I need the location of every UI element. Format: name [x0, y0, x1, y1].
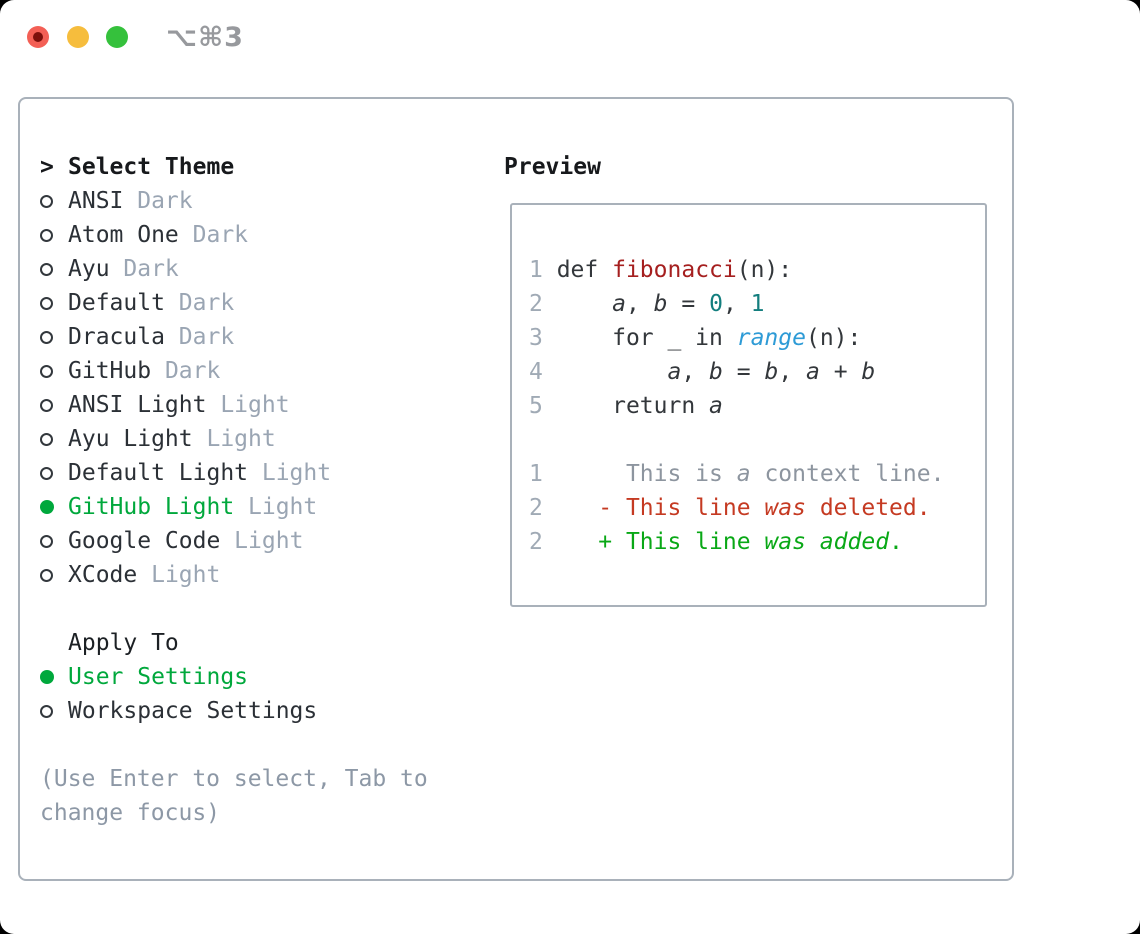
code-line	[529, 423, 985, 457]
radio-icon	[40, 364, 53, 378]
selected-radio-icon	[40, 500, 54, 514]
variant-label: Light	[206, 392, 290, 418]
radio-icon	[40, 534, 53, 548]
code-line: 1 def fibonacci(n):	[529, 257, 793, 283]
option-label: Default	[68, 290, 165, 316]
minimize-button[interactable]	[67, 26, 89, 48]
radio-icon	[40, 194, 53, 208]
theme-option-github-light-light[interactable]: GitHub Light Light	[40, 490, 428, 524]
code-line: 2 - This line was deleted.	[529, 495, 931, 521]
theme-option-ansi-dark[interactable]: ANSI Dark	[40, 184, 428, 218]
variant-label: Dark	[164, 324, 235, 350]
variant-label: Light	[234, 494, 318, 520]
close-button[interactable]	[27, 26, 49, 48]
variant-label: Light	[248, 460, 332, 486]
option-label: Google Code	[68, 528, 221, 554]
theme-option-atom-one-dark[interactable]: Atom One Dark	[40, 218, 428, 252]
code-line: 2 a, b = 0, 1	[529, 291, 765, 317]
variant-label: Dark	[178, 222, 249, 248]
help-text: (Use Enter to select, Tab to change focus…	[40, 762, 428, 830]
code-line: 5 return a	[529, 393, 723, 419]
option-label: XCode	[68, 562, 138, 588]
selected-radio-icon	[40, 670, 54, 684]
radio-icon	[40, 262, 53, 276]
theme-option-dracula-dark[interactable]: Dracula Dark	[40, 320, 428, 354]
spacer	[40, 728, 428, 762]
radio-icon	[40, 568, 53, 582]
preview-title: Preview	[504, 154, 601, 180]
option-label: GitHub	[68, 358, 152, 384]
option-label: Ayu Light	[68, 426, 193, 452]
apply-to-title: Apply To	[68, 630, 179, 656]
select-theme-header: > Select Theme	[40, 150, 428, 184]
radio-icon	[40, 228, 53, 242]
option-label: Ayu	[68, 256, 110, 282]
radio-icon	[40, 398, 53, 412]
variant-label: Dark	[151, 358, 221, 384]
theme-option-xcode-light[interactable]: XCode Light	[40, 558, 428, 592]
help-text-line: (Use Enter to select, Tab to	[40, 766, 428, 792]
select-theme-title: Select Theme	[68, 154, 235, 180]
theme-option-github-dark[interactable]: GitHub Dark	[40, 354, 428, 388]
code-line: 3 for _ in range(n):	[529, 325, 862, 351]
spacer	[40, 592, 428, 626]
variant-label: Dark	[123, 188, 193, 214]
theme-option-ansi-light-light[interactable]: ANSI Light Light	[40, 388, 428, 422]
zoom-button[interactable]	[106, 26, 128, 48]
apply-option-user-settings[interactable]: User Settings	[40, 660, 428, 694]
variant-label: Dark	[164, 290, 235, 316]
close-button-dot-icon	[33, 32, 43, 42]
apply-option-workspace-settings[interactable]: Workspace Settings	[40, 694, 428, 728]
theme-option-ayu-dark[interactable]: Ayu Dark	[40, 252, 428, 286]
code-lines: 1 def fibonacci(n): 2 a, b = 0, 1 3 for _ …	[529, 253, 985, 559]
code-line: 1 This is a context line.	[529, 461, 945, 487]
option-label: ANSI	[68, 188, 124, 214]
radio-icon	[40, 466, 53, 480]
radio-icon	[40, 296, 53, 310]
code-line: 2 + This line was added.	[529, 529, 903, 555]
code-line: 4 a, b = b, a + b	[529, 359, 876, 385]
theme-option-default-light-light[interactable]: Default Light Light	[40, 456, 428, 490]
option-label: Workspace Settings	[68, 698, 318, 724]
option-label: Atom One	[68, 222, 179, 248]
option-label: GitHub Light	[68, 494, 235, 520]
preview-code-box: 1 def fibonacci(n): 2 a, b = 0, 1 3 for _ …	[510, 203, 987, 607]
window-shortcut-label: ⌥⌘3	[166, 22, 244, 53]
theme-option-ayu-light-light[interactable]: Ayu Light Light	[40, 422, 428, 456]
prompt-icon: >	[40, 154, 54, 180]
radio-icon	[40, 330, 53, 344]
radio-icon	[40, 704, 53, 718]
variant-label: Light	[137, 562, 221, 588]
option-label: Default Light	[68, 460, 249, 486]
apply-to-header: Apply To	[40, 626, 428, 660]
variant-label: Light	[192, 426, 276, 452]
theme-option-default-dark[interactable]: Default Dark	[40, 286, 428, 320]
theme-option-google-code-light[interactable]: Google Code Light	[40, 524, 428, 558]
option-label: ANSI Light	[68, 392, 207, 418]
titlebar: ⌥⌘3	[0, 0, 1140, 74]
help-text-line: change focus)	[40, 800, 221, 826]
option-label: Dracula	[68, 324, 165, 350]
variant-label: Dark	[109, 256, 179, 282]
radio-icon	[40, 432, 53, 446]
option-label: User Settings	[68, 664, 249, 690]
variant-label: Light	[220, 528, 304, 554]
